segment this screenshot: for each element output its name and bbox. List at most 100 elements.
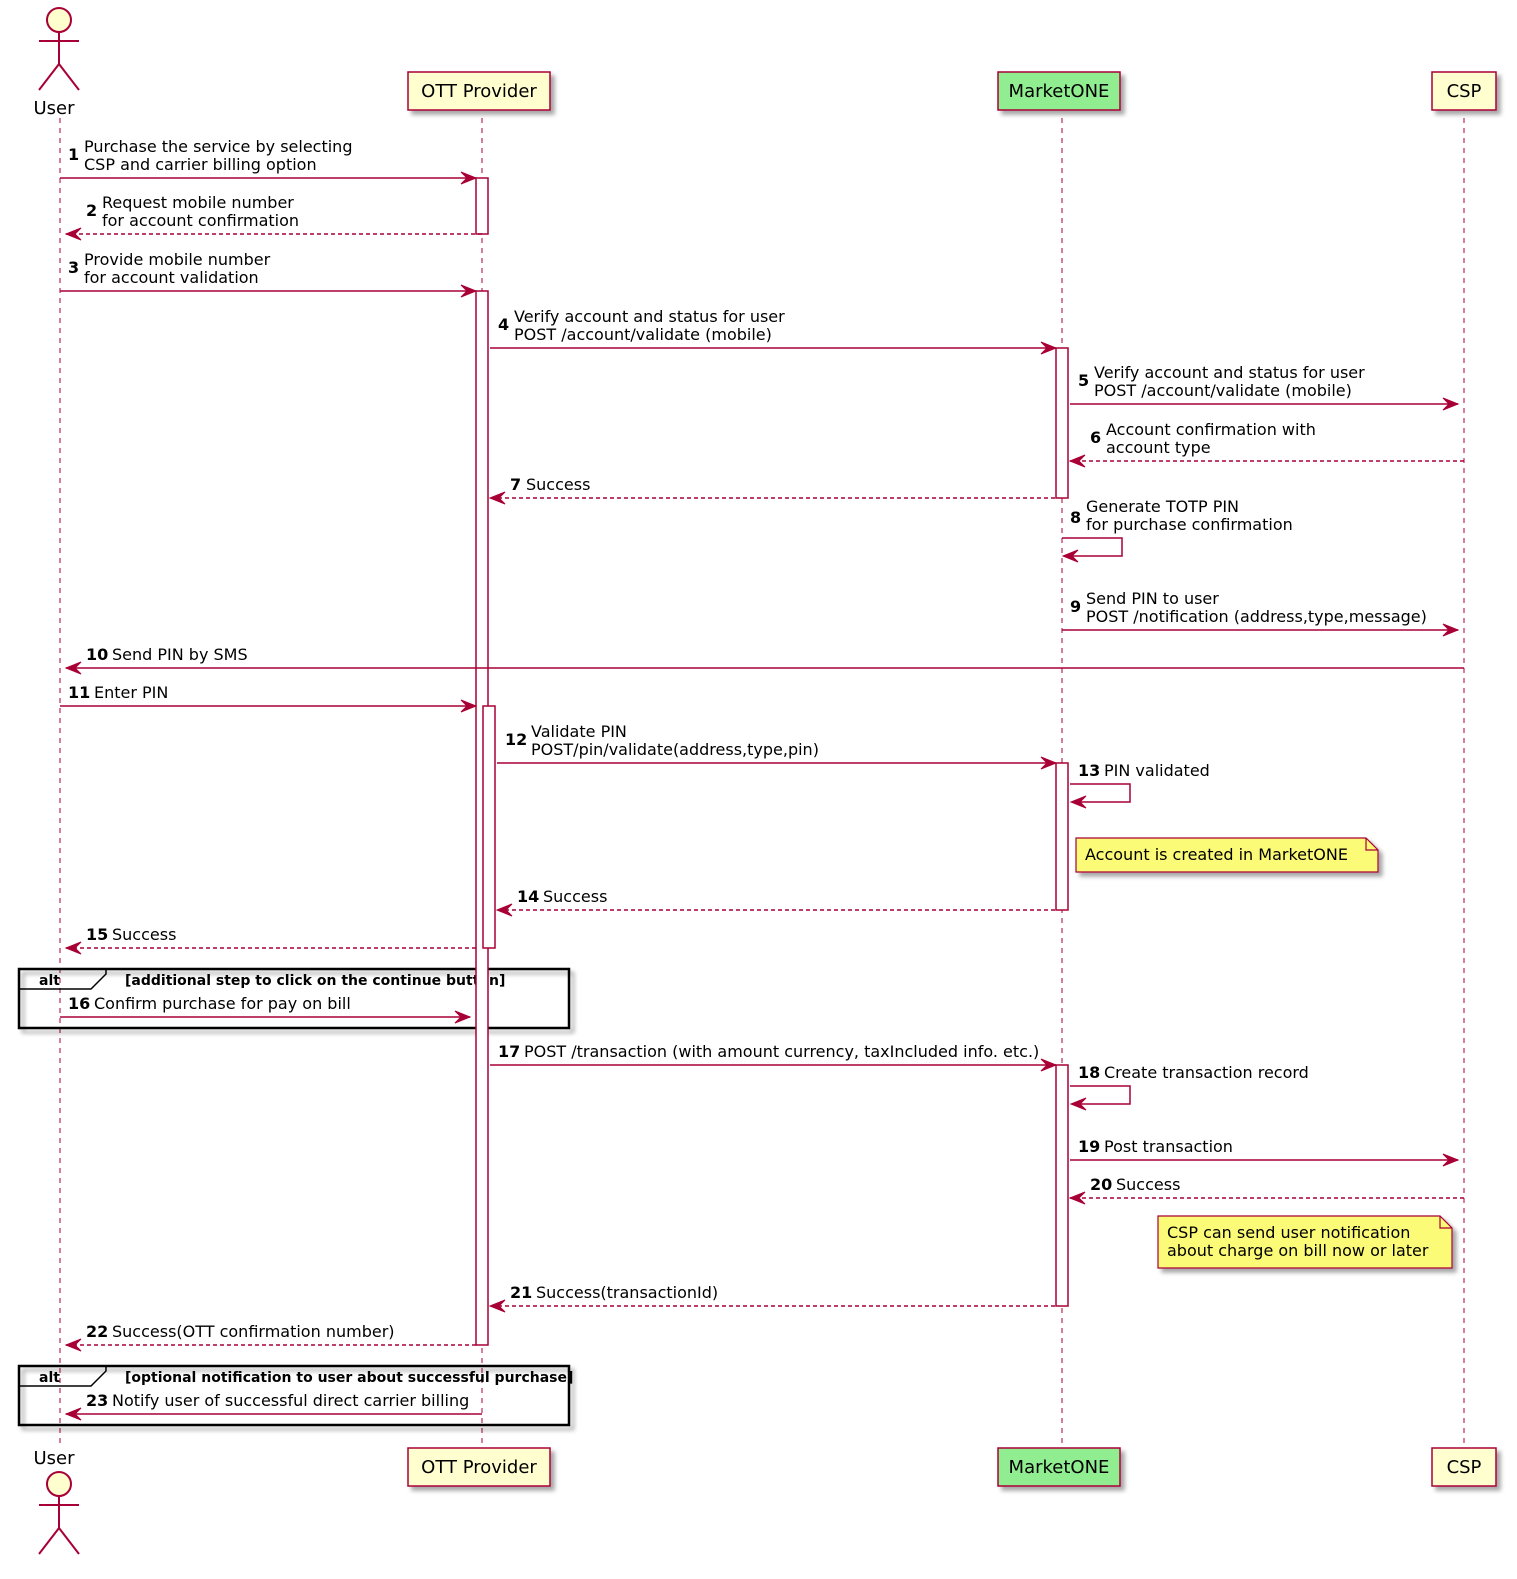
message-number: 21	[510, 1283, 532, 1302]
message-label: Account confirmation with	[1106, 420, 1316, 439]
message-label: Validate PIN	[531, 722, 627, 741]
alt-frame: alt[optional notification to user about …	[17, 1364, 573, 1427]
activation-bar	[1055, 347, 1069, 499]
message-label: Provide mobile number	[84, 250, 271, 269]
message-label: Success	[1116, 1175, 1180, 1194]
participant-box-csp-top	[1431, 71, 1497, 111]
message-number: 16	[68, 994, 90, 1013]
participant-box-csp-bottom	[1431, 1447, 1497, 1487]
participant-box-m1-bottom	[997, 1447, 1121, 1487]
message-number: 3	[68, 258, 79, 277]
message-number: 7	[510, 475, 521, 494]
message-label: Success(transactionId)	[536, 1283, 718, 1302]
message-label: Enter PIN	[94, 683, 168, 702]
message-number: 6	[1090, 428, 1101, 447]
message-label: POST /account/validate (mobile)	[1094, 381, 1352, 400]
message-label: Success	[543, 887, 607, 906]
message-number: 17	[498, 1042, 520, 1061]
participant-label-csp-top: CSP	[1447, 81, 1482, 102]
message-number: 8	[1070, 508, 1081, 527]
message-4: 4 Verify account and status for userPOST …	[490, 307, 1058, 355]
message-label: Success	[526, 475, 590, 494]
message-label: account type	[1106, 438, 1211, 457]
message-number: 9	[1070, 597, 1081, 616]
message-number: 2	[86, 201, 97, 220]
message-number: 4	[498, 315, 509, 334]
message-number: 15	[86, 925, 108, 944]
message-number: 11	[68, 683, 90, 702]
participant-label-csp-bottom: CSP	[1447, 1457, 1482, 1478]
alt-keyword: alt	[39, 1370, 60, 1386]
message-label: Create transaction record	[1104, 1063, 1309, 1082]
message-label: POST/pin/validate(address,type,pin)	[531, 740, 819, 759]
message-number: 5	[1078, 371, 1089, 390]
message-6: 6 Account confirmation with account type	[1068, 420, 1464, 468]
alt-frame: alt [additional step to click on the cont…	[17, 967, 571, 1030]
participant-box-m1-top	[997, 71, 1121, 111]
message-label: POST /transaction (with amount currency,…	[524, 1042, 1039, 1061]
message-label: PIN validated	[1104, 761, 1210, 780]
activation-bar	[1055, 1064, 1069, 1307]
message-label: Post transaction	[1104, 1137, 1233, 1156]
actor-icon	[38, 7, 80, 91]
message-5: 5 Verify account and status for userPOST …	[1070, 363, 1460, 411]
message-label: Notify user of successful direct carrier…	[112, 1391, 469, 1410]
participant-box-ott-bottom	[407, 1447, 551, 1487]
participant-label-user-bottom: User	[33, 1448, 75, 1469]
note-text: about charge on bill now or later	[1167, 1241, 1429, 1260]
message-label: Generate TOTP PIN	[1086, 497, 1239, 516]
message-label: for purchase confirmation	[1086, 515, 1293, 534]
participant-label-m1-top: MarketONE	[1009, 81, 1110, 102]
message-label: Purchase the service by selecting	[84, 137, 352, 156]
participant-box-ott-top	[407, 71, 551, 111]
message-number: 22	[86, 1322, 108, 1341]
message-label: for account validation	[84, 268, 259, 287]
participant-label-user-top: User	[33, 98, 75, 119]
message-label: CSP and carrier billing option	[84, 155, 317, 174]
message-label: Verify account and status for user	[514, 307, 785, 326]
note-text: Account is created in MarketONE	[1085, 845, 1348, 864]
message-number: 18	[1078, 1063, 1100, 1082]
message-label: Send PIN by SMS	[112, 645, 248, 664]
alt-keyword: alt	[39, 973, 60, 989]
message-label: POST /account/validate (mobile)	[514, 325, 772, 344]
message-number: 13	[1078, 761, 1100, 780]
note-text: CSP can send user notification	[1167, 1223, 1410, 1242]
message-label: Success(OTT confirmation number)	[112, 1322, 395, 1341]
participant-label-ott-bottom: OTT Provider	[421, 1457, 537, 1478]
message-label: Request mobile number	[102, 193, 294, 212]
message-number: 19	[1078, 1137, 1100, 1156]
message-number: 20	[1090, 1175, 1112, 1194]
message-1: 1 Purchase the service by selecting CSP a…	[60, 137, 478, 185]
message-number: 10	[86, 645, 108, 664]
message-label: Success	[112, 925, 176, 944]
activation-bar	[1055, 762, 1069, 911]
alt-condition: [additional step to click on the continu…	[125, 973, 505, 989]
message-number: 1	[68, 145, 79, 164]
message-number: 23	[86, 1391, 108, 1410]
message-label: Verify account and status for user	[1094, 363, 1365, 382]
message-label: for account confirmation	[102, 211, 299, 230]
actor-icon	[38, 1471, 80, 1555]
message-7: 7 Success	[488, 475, 1055, 505]
participant-label-m1-bottom: MarketONE	[1009, 1457, 1110, 1478]
message-label: Send PIN to user	[1086, 589, 1219, 608]
